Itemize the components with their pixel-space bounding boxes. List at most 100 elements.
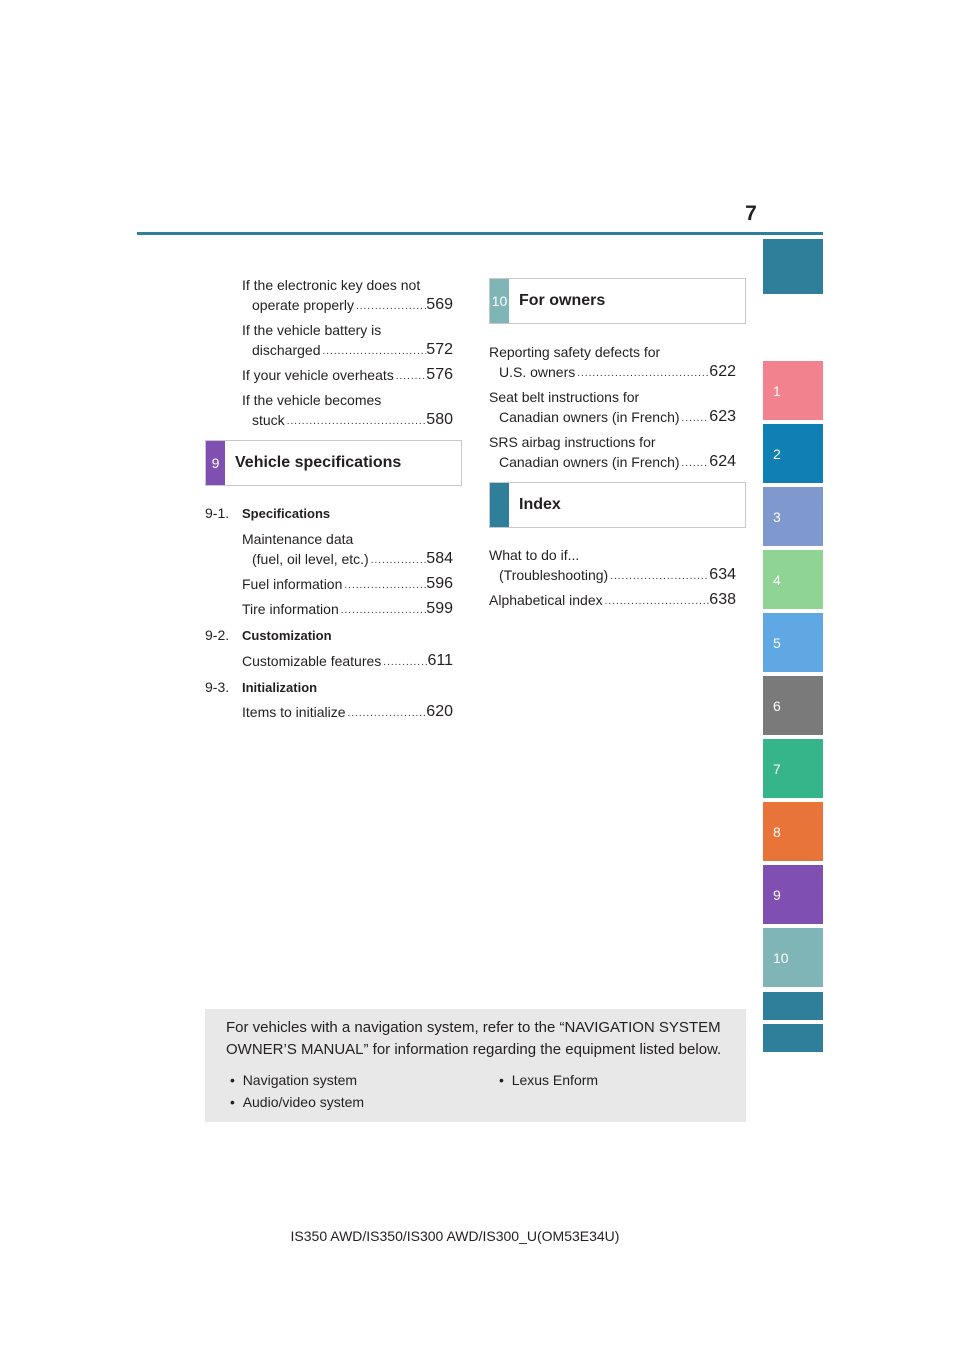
note-item: • Navigation system bbox=[230, 1072, 357, 1088]
toc-page-number: 580 bbox=[426, 411, 453, 428]
bullet-icon: • bbox=[230, 1072, 235, 1088]
toc-page-number: 634 bbox=[709, 566, 736, 583]
note-item: • Audio/video system bbox=[230, 1094, 364, 1110]
chapter-tab-label: 3 bbox=[773, 508, 781, 525]
chapter-tab-7[interactable]: 7 bbox=[763, 739, 823, 798]
chapter-tab-label: 7 bbox=[773, 760, 781, 777]
subsection-heading[interactable]: 9-3. Initialization bbox=[205, 679, 317, 695]
toc-page-number: 569 bbox=[426, 296, 453, 313]
toc-entry[interactable]: Maintenance data (fuel, oil level, etc.)… bbox=[242, 529, 453, 569]
chapter-tab-9[interactable]: 9 bbox=[763, 865, 823, 924]
toc-page-number: 623 bbox=[709, 408, 736, 425]
chapter-tab-blank-top bbox=[763, 239, 823, 294]
dot-leader bbox=[369, 553, 427, 569]
toc-page-number: 624 bbox=[709, 453, 736, 470]
dot-leader bbox=[680, 411, 710, 427]
toc-entry[interactable]: Fuel information 596 bbox=[242, 574, 453, 594]
chapter-tab-8[interactable]: 8 bbox=[763, 802, 823, 861]
dot-leader bbox=[285, 414, 427, 430]
navigation-note-box: For vehicles with a navigation system, r… bbox=[205, 1009, 746, 1122]
chapter-tab-label: 10 bbox=[773, 949, 789, 966]
toc-entry-text: What to do if... bbox=[489, 547, 580, 563]
dot-leader bbox=[394, 369, 427, 385]
toc-entry-text: discharged bbox=[252, 342, 321, 358]
toc-entry[interactable]: If the electronic key does not operate p… bbox=[242, 275, 453, 315]
toc-entry[interactable]: SRS airbag instructions for Canadian own… bbox=[489, 432, 736, 472]
toc-entry[interactable]: Tire information 599 bbox=[242, 599, 453, 619]
section-header-index[interactable]: Index bbox=[489, 482, 746, 528]
toc-entry-text: Canadian owners (in French) bbox=[499, 409, 680, 425]
subsection-number: 9-2. bbox=[205, 627, 230, 643]
toc-entry[interactable]: Seat belt instructions for Canadian owne… bbox=[489, 387, 736, 427]
chapter-tab-label: 2 bbox=[773, 445, 781, 462]
section-title: Vehicle specifications bbox=[235, 454, 402, 471]
toc-entry[interactable]: What to do if... (Troubleshooting) 634 bbox=[489, 545, 736, 585]
toc-page-number: 576 bbox=[426, 366, 453, 383]
section-header-vehicle-specifications[interactable]: 9 Vehicle specifications bbox=[205, 440, 462, 486]
chapter-tab-6[interactable]: 6 bbox=[763, 676, 823, 735]
note-text: For vehicles with a navigation system, r… bbox=[226, 1019, 722, 1058]
section-header-for-owners[interactable]: 10 For owners bbox=[489, 278, 746, 324]
toc-entry[interactable]: Alphabetical index638 bbox=[489, 590, 736, 610]
toc-entry[interactable]: Customizable features611 bbox=[242, 651, 453, 671]
chapter-tab-10[interactable]: 10 bbox=[763, 928, 823, 987]
subsection-title: Initialization bbox=[242, 680, 318, 695]
toc-entry-text: stuck bbox=[252, 412, 285, 428]
toc-page-number: 599 bbox=[426, 600, 453, 617]
toc-entry-text: Tire information bbox=[242, 601, 339, 617]
dot-leader bbox=[603, 594, 710, 610]
toc-page-number: 620 bbox=[426, 703, 453, 720]
section-number: 10 bbox=[490, 279, 509, 323]
note-item: • Lexus Enform bbox=[499, 1072, 598, 1088]
chapter-tab-label: 5 bbox=[773, 634, 781, 651]
toc-page-number: 622 bbox=[709, 363, 736, 380]
toc-entry[interactable]: If your vehicle overheats576 bbox=[242, 365, 453, 385]
subsection-title: Customization bbox=[242, 628, 332, 643]
toc-entry-text: Items to initialize bbox=[242, 704, 346, 720]
dot-leader bbox=[575, 366, 709, 382]
toc-entry-text: If the vehicle battery is bbox=[242, 322, 382, 338]
toc-entry-text: U.S. owners bbox=[499, 364, 576, 380]
toc-entry-text: Maintenance data bbox=[242, 531, 354, 547]
subsection-number: 9-1. bbox=[205, 505, 230, 521]
dot-leader bbox=[345, 706, 426, 722]
toc-page-number: 596 bbox=[426, 575, 453, 592]
footer-model-code: IS350 AWD/IS350/IS300 AWD/IS300_U(OM53E3… bbox=[290, 1228, 620, 1244]
toc-entry-text: SRS airbag instructions for bbox=[489, 434, 656, 450]
toc-entry[interactable]: Reporting safety defects for U.S. owners… bbox=[489, 342, 736, 382]
chapter-tab-1[interactable]: 1 bbox=[763, 361, 823, 420]
dot-leader bbox=[680, 456, 710, 472]
chapter-tab-blank-index[interactable] bbox=[763, 992, 823, 1020]
note-item-text: Lexus Enform bbox=[511, 1072, 599, 1088]
subsection-heading[interactable]: 9-1.Specifications bbox=[205, 505, 330, 521]
subsection-heading[interactable]: 9-2. Customization bbox=[205, 627, 332, 643]
toc-entry-text: Customizable features bbox=[242, 653, 382, 669]
toc-entry-text: (Troubleshooting) bbox=[499, 567, 609, 583]
header-rule bbox=[137, 232, 823, 235]
toc-entry[interactable]: Items to initialize 620 bbox=[242, 702, 453, 722]
toc-entry[interactable]: If the vehicle becomes stuck 580 bbox=[242, 390, 453, 430]
chapter-tab-3[interactable]: 3 bbox=[763, 487, 823, 546]
toc-entry-text: If the vehicle becomes bbox=[242, 392, 382, 408]
toc-entry[interactable]: If the vehicle battery is discharged 572 bbox=[242, 320, 453, 360]
toc-page-number: 638 bbox=[709, 591, 736, 608]
toc-entry-text: Fuel information bbox=[242, 576, 343, 592]
dot-leader bbox=[381, 655, 427, 671]
chapter-tab-2[interactable]: 2 bbox=[763, 424, 823, 483]
dot-leader bbox=[354, 299, 426, 315]
chapter-tab-label: 9 bbox=[773, 886, 781, 903]
section-number: 9 bbox=[206, 441, 225, 485]
note-item-text: Navigation system bbox=[242, 1072, 358, 1088]
toc-page-number: 572 bbox=[426, 341, 453, 358]
chapter-tab-label: 4 bbox=[773, 571, 781, 588]
chapter-tab-label: 1 bbox=[773, 382, 781, 399]
toc-entry-text: Canadian owners (in French) bbox=[499, 454, 680, 470]
section-title: For owners bbox=[519, 292, 606, 309]
chapter-tab-label: 6 bbox=[773, 697, 781, 714]
dot-leader bbox=[339, 603, 427, 619]
chapter-tab-blank-bottom[interactable] bbox=[763, 1024, 823, 1052]
chapter-tab-4[interactable]: 4 bbox=[763, 550, 823, 609]
subsection-number: 9-3. bbox=[205, 679, 230, 695]
toc-entry-text: Reporting safety defects for bbox=[489, 344, 661, 360]
chapter-tab-5[interactable]: 5 bbox=[763, 613, 823, 672]
